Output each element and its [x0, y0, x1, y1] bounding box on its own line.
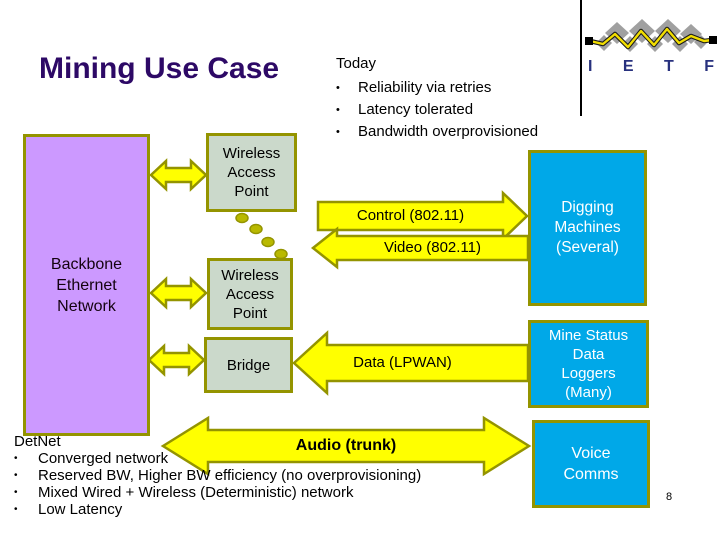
- bullet-dot-icon: •: [14, 504, 18, 515]
- ietf-logo-icon: [585, 19, 717, 52]
- data-flow-label: Data (LPWAN): [353, 354, 452, 371]
- digging-label-line: (Several): [556, 239, 619, 256]
- bullet-dot-icon: •: [336, 82, 340, 94]
- backbone-bridge-arrow: [147, 343, 206, 377]
- detnet-bullet-item: • Low Latency: [14, 501, 421, 518]
- detnet-heading: DetNet: [14, 433, 61, 450]
- today-bullet-text: Latency tolerated: [358, 101, 474, 118]
- backbone-label-line: Backbone: [50, 255, 123, 273]
- today-bullet-item: • Reliability via retries: [336, 77, 538, 99]
- divider: [580, 0, 582, 116]
- bullet-dot-icon: •: [14, 453, 18, 464]
- ietf-letter: F: [704, 58, 714, 75]
- today-bullet-text: Bandwidth overprovisioned: [358, 123, 539, 140]
- ietf-letter: E: [622, 58, 634, 75]
- today-bullet-text: Reliability via retries: [358, 79, 492, 96]
- control-flow-label: Control (802.11): [356, 207, 465, 224]
- wireless-link-dot-icon: [261, 236, 275, 248]
- backbone-label-line: Ethernet: [56, 276, 117, 294]
- bullet-dot-icon: •: [336, 126, 340, 138]
- voice-label-line: Comms: [563, 466, 619, 483]
- wap-label-line: Wireless: [222, 145, 281, 162]
- ietf-wordmark: I E T F: [588, 58, 714, 76]
- digging-machines-box: Digging Machines (Several): [528, 150, 647, 306]
- digging-label-line: Digging: [561, 199, 614, 216]
- minestatus-label-line: Mine Status: [548, 327, 629, 344]
- page-number: 8: [666, 491, 673, 503]
- audio-flow-label: Audio (trunk): [295, 436, 397, 454]
- detnet-bullet-text: Mixed Wired + Wireless (Deterministic) n…: [38, 484, 354, 501]
- detnet-bullet-item: • Mixed Wired + Wireless (Deterministic)…: [14, 484, 421, 501]
- minestatus-label-line: Loggers: [561, 365, 616, 382]
- voice-comms-box: Voice Comms: [532, 420, 650, 508]
- detnet-bullet-item: • Converged network: [14, 450, 421, 467]
- detnet-bullet-text: Converged network: [38, 450, 169, 467]
- today-heading: Today: [336, 55, 377, 72]
- detnet-list: DetNet • Converged network • Reserved BW…: [14, 433, 421, 518]
- audio-arrow: [160, 415, 532, 477]
- bridge-box: Bridge: [204, 337, 293, 393]
- wireless-access-point-box-1: Wireless Access Point: [206, 133, 297, 212]
- bullet-dot-icon: •: [336, 104, 340, 116]
- video-flow-label: Video (802.11): [383, 239, 482, 256]
- today-list: Today • Reliability via retries • Latenc…: [336, 54, 538, 143]
- wireless-link-dot-icon: [249, 223, 263, 235]
- backbone-ethernet-network-box: Backbone Ethernet Network: [23, 134, 150, 436]
- detnet-bullet-text: Low Latency: [38, 501, 123, 518]
- wireless-link-dot-icon: [235, 212, 249, 224]
- wap-label-line: Point: [232, 304, 268, 322]
- backbone-wap2-arrow: [149, 276, 208, 310]
- control-arrow: [316, 190, 529, 242]
- wap-label-line: Point: [234, 183, 269, 200]
- wireless-access-point-box-2: Wireless Access Point: [207, 258, 293, 330]
- minestatus-label-line: (Many): [565, 384, 612, 401]
- today-bullet-item: • Bandwidth overprovisioned: [336, 121, 538, 143]
- detnet-bullet-text: Reserved BW, Higher BW efficiency (no ov…: [38, 467, 422, 484]
- voice-label-line: Voice: [571, 445, 611, 462]
- ietf-letter: I: [588, 58, 593, 75]
- bullet-dot-icon: •: [14, 470, 18, 481]
- minestatus-label-line: Data: [572, 346, 605, 363]
- wap-label-line: Access: [225, 285, 275, 303]
- ietf-letter: T: [664, 58, 674, 75]
- bullet-dot-icon: •: [14, 487, 18, 498]
- backbone-wap1-arrow: [149, 158, 208, 192]
- backbone-label-line: Network: [57, 297, 116, 315]
- wap-label-line: Wireless: [221, 266, 279, 284]
- page-title: Mining Use Case: [39, 52, 280, 85]
- bridge-label: Bridge: [226, 356, 271, 374]
- today-bullet-item: • Latency tolerated: [336, 99, 538, 121]
- wap-label-line: Access: [227, 164, 276, 181]
- detnet-bullet-item: • Reserved BW, Higher BW efficiency (no …: [14, 467, 421, 484]
- digging-label-line: Machines: [554, 219, 621, 236]
- mine-status-loggers-box: Mine Status Data Loggers (Many): [528, 320, 649, 408]
